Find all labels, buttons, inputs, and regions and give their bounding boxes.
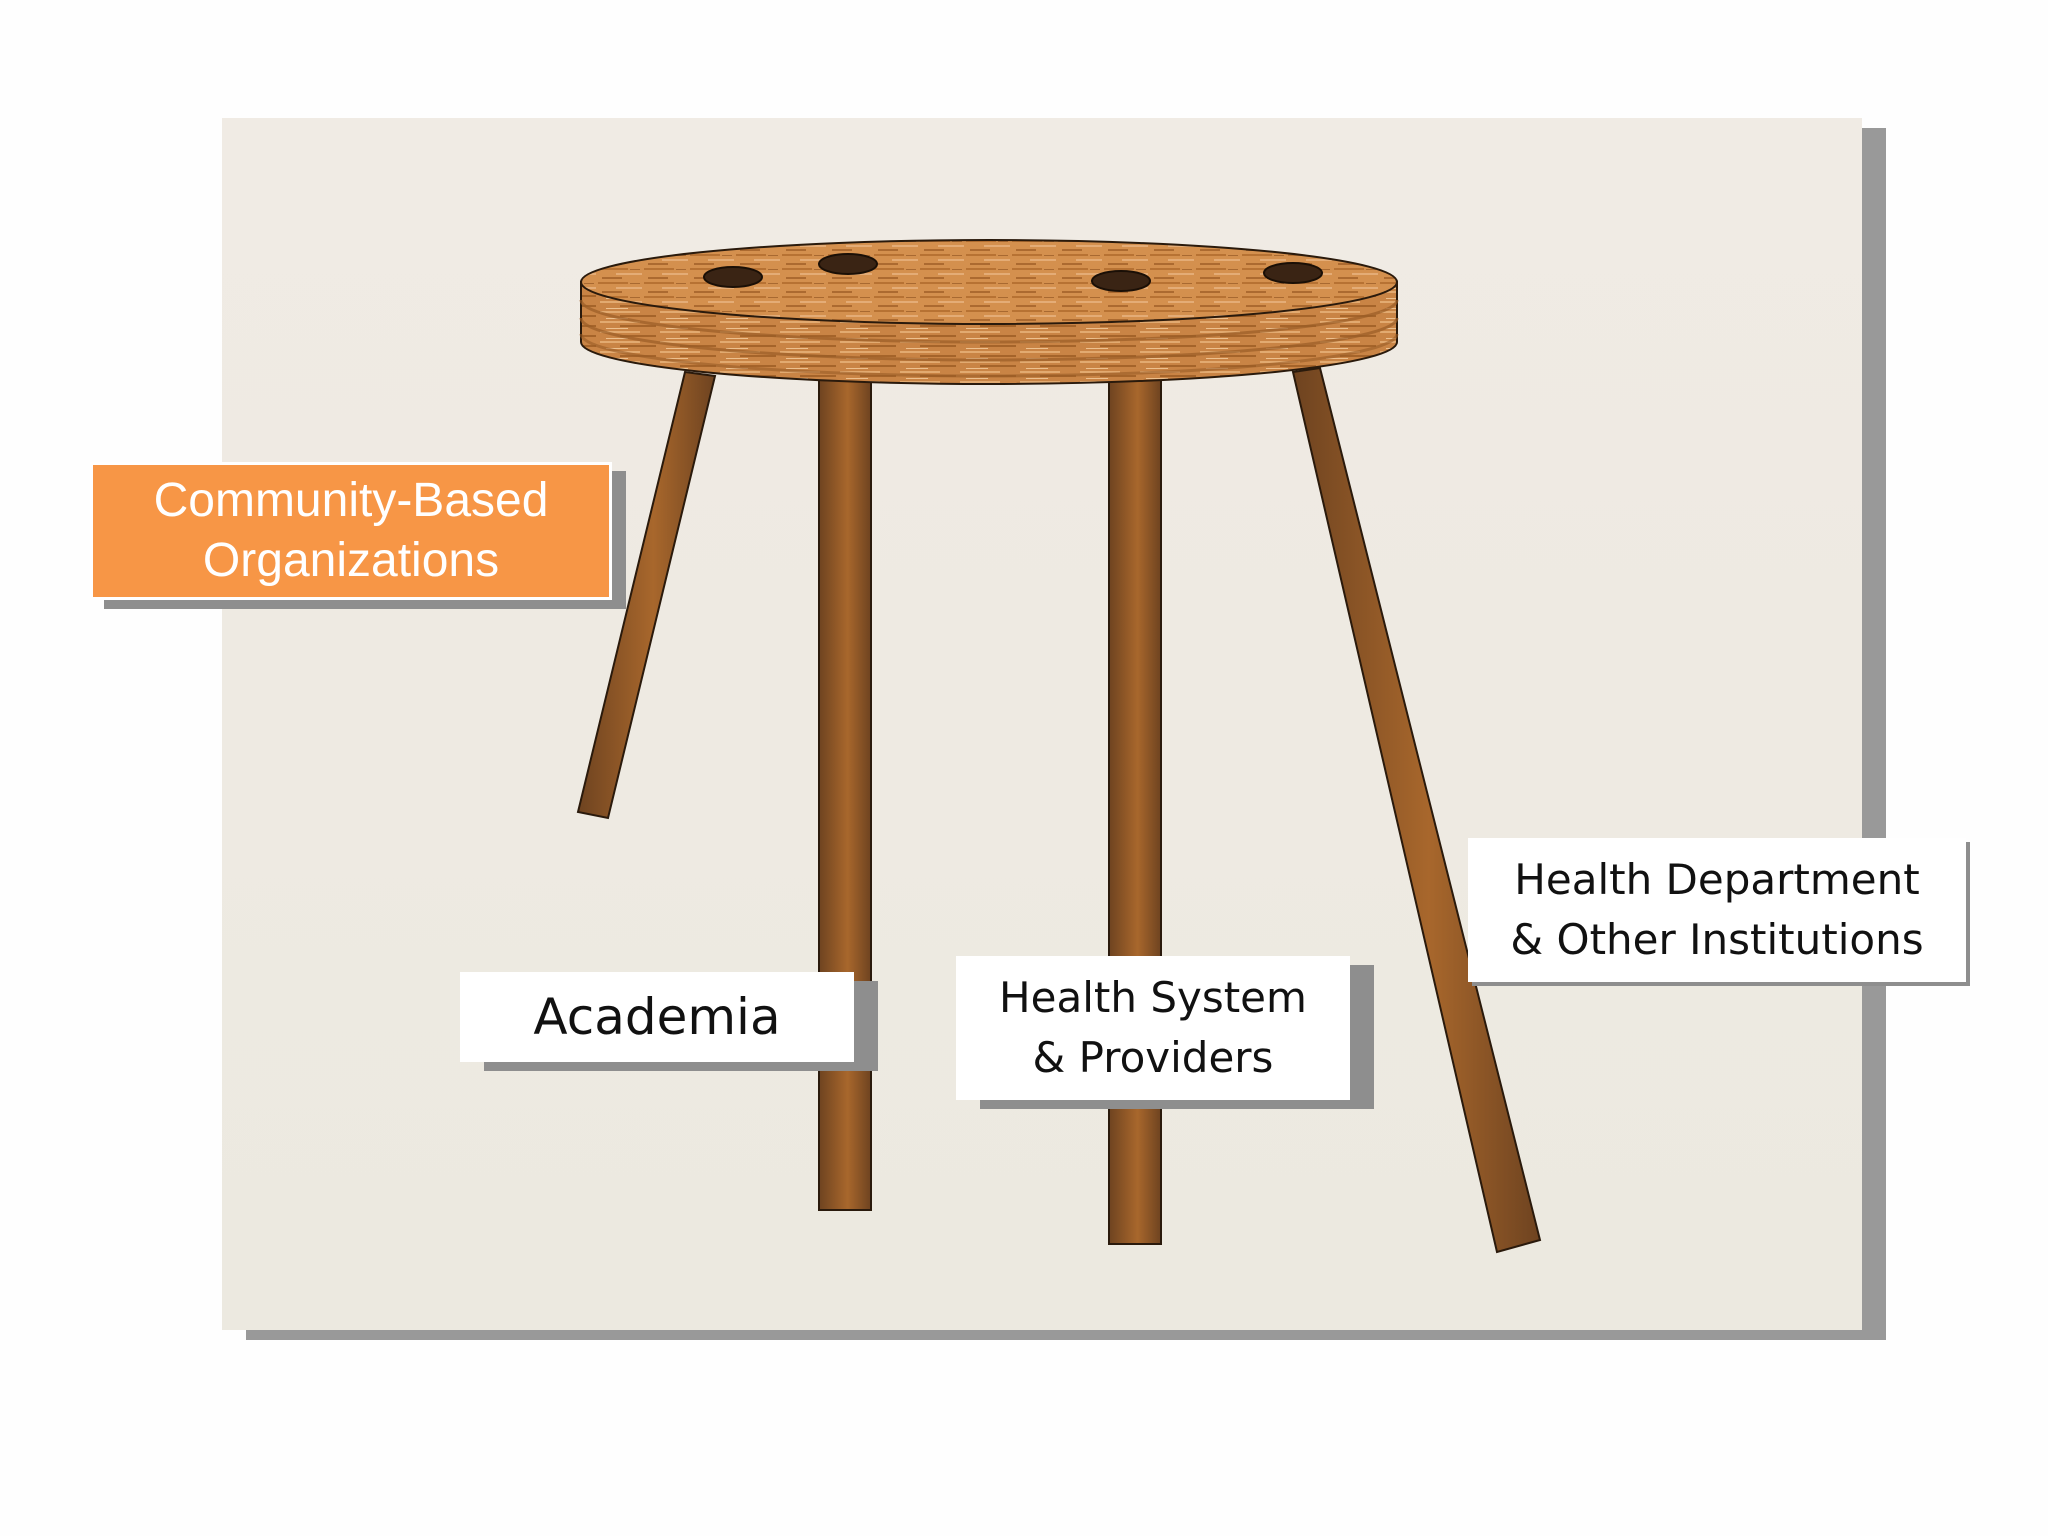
label-academia: Academia (460, 972, 854, 1062)
label-health-department-other-institutions: Health Department & Other Institutions (1468, 838, 1966, 982)
stool-leg-left (576, 370, 717, 820)
stool-leg-center-right (1108, 377, 1162, 1245)
label-community-based-organizations: Community-Based Organizations (90, 462, 612, 600)
stool-seat (579, 239, 1399, 385)
label-health-system-providers: Health System & Providers (956, 956, 1350, 1100)
stool-leg-center-left (818, 377, 872, 1211)
stool-leg-right (1291, 366, 1542, 1254)
